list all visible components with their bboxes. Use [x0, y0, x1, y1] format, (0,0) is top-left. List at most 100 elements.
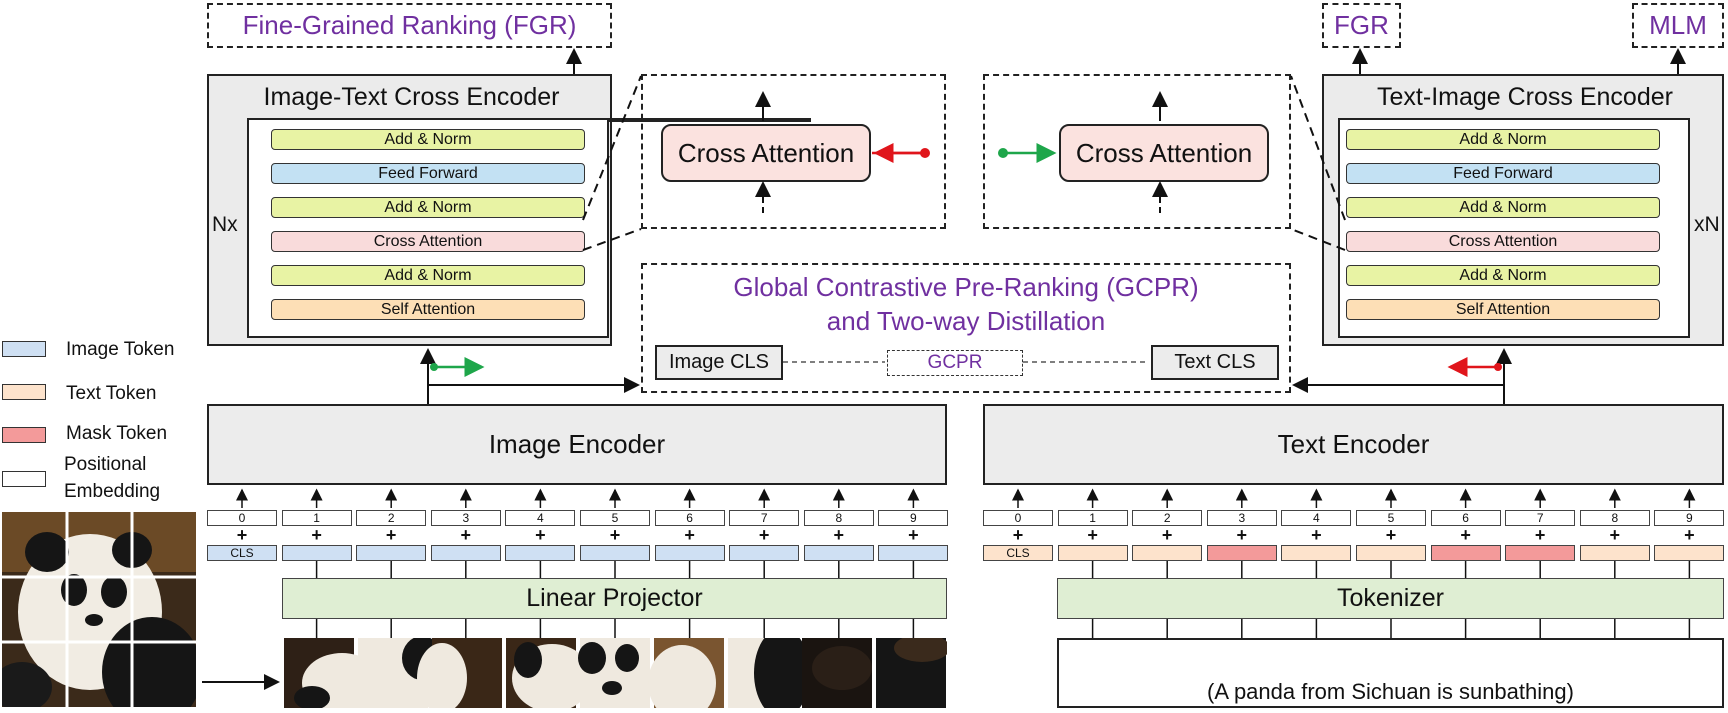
image-token-swatch	[2, 341, 46, 357]
image-token	[430, 545, 501, 561]
panda-image-grid	[2, 512, 196, 707]
image-token	[356, 545, 427, 561]
positional-embedding-swatch	[2, 471, 46, 487]
positional-embedding: 5	[580, 510, 650, 526]
plus-icon: +	[1311, 525, 1322, 545]
plus-icon: +	[1609, 525, 1621, 545]
linear-projector: Linear Projector	[282, 578, 947, 619]
gcpr-center-box: GCPR	[887, 350, 1023, 376]
legend-mask-token: Mask Token	[66, 423, 168, 444]
positional-embedding: 2	[356, 510, 427, 526]
plus-icon: +	[1684, 525, 1695, 545]
plus-icon: +	[833, 525, 845, 545]
gcpr-title-line2: and Two-way Distillation	[826, 305, 1106, 336]
gcpr-box: Global Contrastive Pre-Ranking (GCPR) an…	[641, 263, 1291, 393]
text-encoder: Text Encoder	[983, 404, 1724, 485]
plus-icon: +	[758, 525, 770, 545]
positional-embedding: 4	[1281, 510, 1352, 526]
cross-attention-block: Cross Attention	[661, 124, 871, 182]
caption-box: (A panda from Sichuan is sunbathing)	[1057, 638, 1724, 708]
positional-embedding: 9	[878, 510, 949, 526]
positional-embedding: 6	[1430, 510, 1501, 526]
image-encoder: Image Encoder	[207, 404, 947, 485]
feed-forward-layer: Feed Forward	[271, 163, 585, 184]
positional-embedding: 3	[1206, 510, 1277, 526]
text-token	[1057, 545, 1128, 561]
add-norm-layer: Add & Norm	[271, 129, 585, 150]
mask-token	[1206, 545, 1277, 561]
legend-positional-line1: Positional	[64, 454, 147, 475]
plus-icon: +	[1012, 525, 1024, 545]
repeat-label: xN	[1694, 213, 1720, 236]
cross-attention-block: Cross Attention	[1059, 124, 1269, 182]
layer-stack-frame: Add & Norm Feed Forward Add & Norm Cross…	[247, 118, 609, 338]
positional-embedding: 2	[1132, 510, 1203, 526]
fgr-output-right: FGR	[1322, 3, 1401, 48]
positional-embedding: 7	[729, 510, 800, 526]
image-token	[580, 545, 650, 561]
plus-icon: +	[1161, 525, 1173, 545]
cls-token: CLS	[983, 545, 1053, 561]
patch-strip	[282, 628, 950, 713]
positional-embedding: 6	[654, 510, 725, 526]
layer-stack-frame: Add & Norm Feed Forward Add & Norm Cross…	[1338, 118, 1690, 338]
image-token	[654, 545, 725, 561]
add-norm-layer: Add & Norm	[271, 265, 585, 286]
text-token	[1132, 545, 1203, 561]
cross-attention-layer: Cross Attention	[271, 231, 585, 252]
plus-icon: +	[1534, 525, 1546, 545]
plus-icon: +	[236, 525, 248, 545]
repeat-label: Nx	[212, 213, 238, 236]
patch-images	[284, 628, 950, 713]
legend-text-token: Text Token	[66, 383, 157, 404]
cross-encoder-title: Text-Image Cross Encoder	[1377, 82, 1673, 111]
positional-embedding: 3	[430, 510, 501, 526]
positional-embedding: 8	[1579, 510, 1650, 526]
legend-positional-line2: Embedding	[64, 481, 161, 502]
image-token	[505, 545, 576, 561]
add-norm-layer: Add & Norm	[271, 197, 585, 218]
positional-embedding: 4	[505, 510, 576, 526]
positional-embedding: 7	[1505, 510, 1576, 526]
legend-image-token: Image Token	[66, 339, 175, 360]
plus-icon: +	[908, 525, 919, 545]
add-norm-layer: Add & Norm	[1346, 129, 1660, 150]
caption-text: (A panda from Sichuan is sunbathing)	[1207, 679, 1574, 704]
self-attention-layer: Self Attention	[1346, 299, 1660, 320]
image-token	[878, 545, 949, 561]
positional-embedding: 1	[281, 510, 352, 526]
self-attention-layer: Self Attention	[271, 299, 585, 320]
cross-attention-zoom-left: Cross Attention	[641, 74, 946, 229]
panda-image	[2, 512, 196, 707]
add-norm-layer: Add & Norm	[1346, 197, 1660, 218]
positional-embedding: 8	[803, 510, 874, 526]
mlm-output: MLM	[1632, 3, 1724, 48]
feed-forward-layer: Feed Forward	[1346, 163, 1660, 184]
image-token	[281, 545, 352, 561]
text-image-cross-encoder: Text-Image Cross Encoder xN Add & Norm F…	[1322, 74, 1724, 346]
image-text-cross-encoder: Image-Text Cross Encoder Nx Add & Norm F…	[207, 74, 811, 346]
fgr-output-left: Fine-Grained Ranking (FGR)	[207, 3, 612, 48]
text-token	[1654, 545, 1725, 561]
positional-embedding: 9	[1654, 510, 1725, 526]
plus-icon: +	[684, 525, 695, 545]
plus-icon: +	[535, 525, 546, 545]
cross-attention-zoom-right: Cross Attention	[983, 74, 1291, 229]
plus-icon: +	[609, 525, 621, 545]
positional-embedding: 5	[1356, 510, 1426, 526]
image-cls-box: Image CLS	[655, 345, 783, 380]
cross-encoder-title: Image-Text Cross Encoder	[263, 82, 560, 111]
positional-embedding: 0	[983, 510, 1053, 526]
image-token	[729, 545, 800, 561]
plus-icon: +	[311, 525, 322, 545]
text-token	[1356, 545, 1426, 561]
positional-embedding: 0	[207, 510, 277, 526]
cross-attention-layer: Cross Attention	[1346, 231, 1660, 252]
text-cls-box: Text CLS	[1151, 345, 1279, 380]
plus-icon: +	[385, 525, 397, 545]
tokenizer: Tokenizer	[1057, 578, 1724, 619]
text-token	[1281, 545, 1352, 561]
plus-icon: +	[1236, 525, 1248, 545]
plus-icon: +	[1460, 525, 1471, 545]
